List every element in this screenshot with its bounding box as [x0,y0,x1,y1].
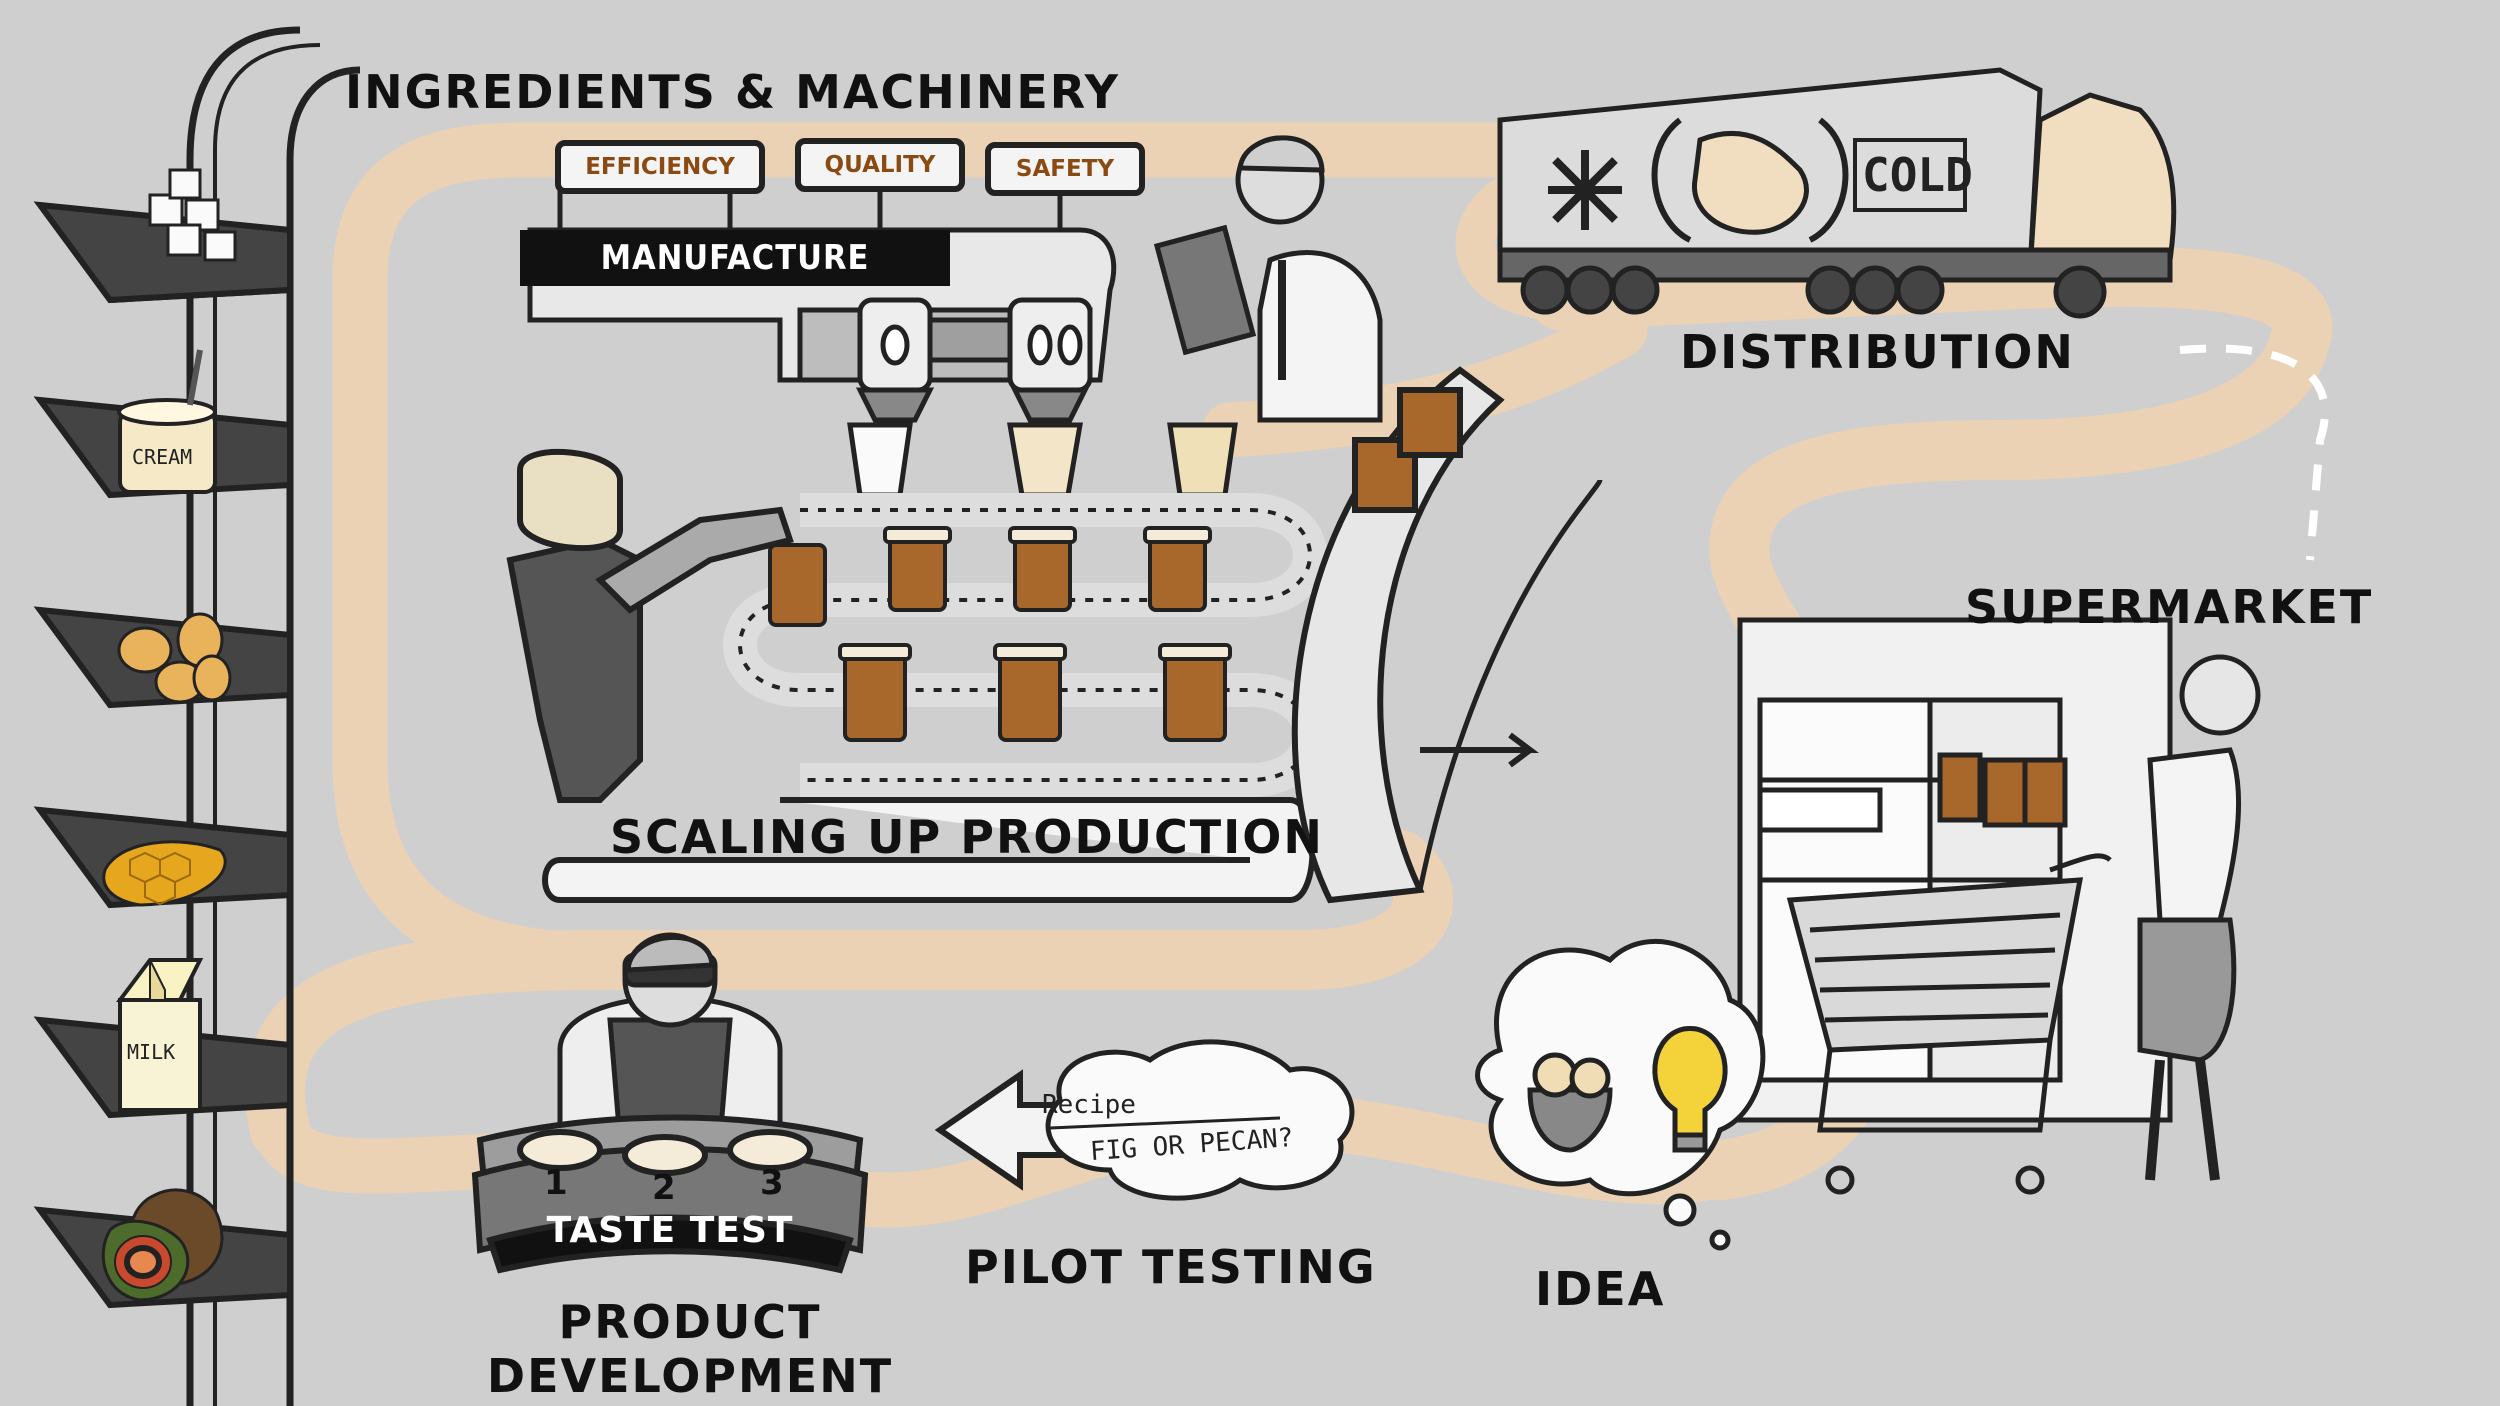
bowl-number-2: 2 [652,1168,676,1208]
packaging-arm [506,448,794,803]
snowflake-icon [1548,150,1622,230]
sugar-cubes-icon [148,168,237,262]
cups [847,422,1238,498]
conveyor-arrow-icon [1420,732,1539,768]
fig-icon [101,1188,224,1302]
idea-thought-cloud [1475,939,1766,1251]
stage-distribution: DISTRIBUTION [1680,325,2075,379]
manufacture-label: MANUFACTURE [520,230,950,286]
sign-safety: SAFETY [985,142,1145,196]
shopper [2137,654,2261,1181]
shopping-cart [1786,853,2112,1195]
shelves [33,168,293,1309]
shelf-3 [33,606,293,709]
sign-efficiency: EFFICIENCY [555,140,765,194]
truck-cold-label: COLD [1862,148,1973,202]
cream-label: CREAM [132,445,193,469]
cream-pot-icon [117,349,217,494]
stage-scaling-up-production: SCALING UP PRODUCTION [610,810,1324,864]
refrigerated-truck [1497,67,2177,319]
shelf-4 [33,806,293,909]
milk-label: MILK [127,1040,176,1064]
lightbulb-icon [1652,1026,1728,1153]
product-development-line2: DEVELOPMENT [486,1349,894,1403]
stage-ingredients-machinery: INGREDIENTS & MACHINERY [345,65,1120,119]
eggs-icon [117,612,232,704]
nozzle-left [855,297,935,423]
recipe-cloud [1045,1039,1355,1201]
stage-product-development: PRODUCT DEVELOPMENT [470,1295,910,1403]
taste-test-stand [471,1114,869,1274]
shelf-5 [33,958,293,1119]
nozzle-right [1007,297,1093,423]
product-development-line1: PRODUCT [558,1295,822,1349]
bowl-number-1: 1 [544,1163,568,1203]
road-marking [2179,344,2329,561]
inclined-conveyor [1291,366,1603,904]
sign-quality: QUALITY [795,138,965,192]
honeycomb-icon [102,840,227,907]
ingredient-rack [186,26,361,1406]
shelf-1 [33,168,293,304]
stage-idea: IDEA [1535,1262,1666,1316]
australia-map-icon [1651,117,1849,243]
factory-worker [1153,135,1383,423]
stage-supermarket: SUPERMARKET [1965,580,2374,634]
taste-test-label: TASTE TEST [546,1210,794,1251]
shelf-6 [33,1188,293,1309]
stage-pilot-testing: PILOT TESTING [965,1240,1377,1294]
manufacturing-machine [527,190,1238,498]
shelf-2 [33,349,293,499]
milk-carton-icon [116,958,204,1112]
bowl-number-3: 3 [760,1163,784,1203]
recipe-title: Recipe [1042,1090,1136,1120]
ice-cream-tubs [768,526,1232,742]
